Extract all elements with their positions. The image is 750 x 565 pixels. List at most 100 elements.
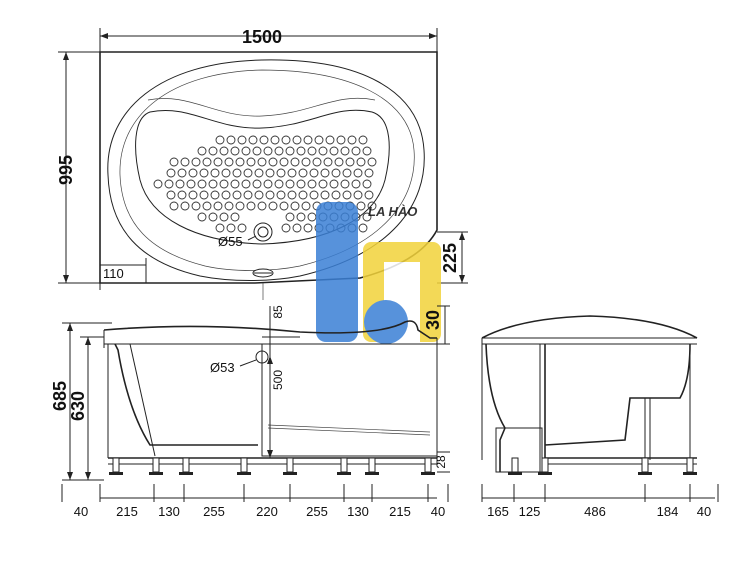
- side-dim-1: 125: [519, 504, 541, 519]
- dot: [246, 157, 256, 167]
- leg: [152, 457, 160, 473]
- dot: [318, 146, 328, 156]
- dot: [334, 157, 344, 167]
- front-legs: [109, 457, 435, 475]
- dot: [186, 179, 196, 189]
- dot: [329, 146, 339, 156]
- drain-icon: [257, 226, 269, 238]
- tub-body-left: [114, 343, 258, 446]
- dot: [202, 201, 212, 211]
- side-dim-3: 184: [657, 504, 679, 519]
- leg-foot: [283, 472, 297, 475]
- dot: [303, 135, 313, 145]
- drain-offset-label: 225: [440, 243, 460, 273]
- dot: [235, 201, 245, 211]
- dot: [367, 201, 377, 211]
- leg-foot: [109, 472, 123, 475]
- dot: [166, 190, 176, 200]
- front-panel: [261, 343, 438, 457]
- leg-foot: [538, 472, 552, 475]
- dot: [307, 179, 317, 189]
- dot: [298, 168, 308, 178]
- dot: [265, 190, 275, 200]
- dot: [248, 135, 258, 145]
- dot: [210, 168, 220, 178]
- leg: [686, 457, 694, 473]
- dot: [323, 157, 333, 167]
- dot: [301, 157, 311, 167]
- dot: [230, 212, 240, 222]
- leg-foot: [508, 472, 522, 475]
- dot: [331, 190, 341, 200]
- dot: [296, 179, 306, 189]
- front-rim: [103, 320, 437, 339]
- dot: [166, 168, 176, 178]
- dot: [279, 157, 289, 167]
- dot: [325, 135, 335, 145]
- dot: [153, 179, 163, 189]
- dot: [177, 168, 187, 178]
- dot: [287, 168, 297, 178]
- dot: [320, 190, 330, 200]
- side-dim-2: 486: [584, 504, 606, 519]
- dot: [199, 190, 209, 200]
- dot: [263, 179, 273, 189]
- foot-height-label: 28: [434, 455, 448, 469]
- dot: [318, 179, 328, 189]
- dot: [353, 190, 363, 200]
- dot: [215, 223, 225, 233]
- dot: [285, 146, 295, 156]
- dot: [197, 146, 207, 156]
- dot: [243, 168, 253, 178]
- dot: [270, 135, 280, 145]
- side-dim-4: 40: [697, 504, 711, 519]
- dot: [268, 201, 278, 211]
- dot: [208, 179, 218, 189]
- dot: [265, 168, 275, 178]
- dot: [340, 146, 350, 156]
- dot: [274, 179, 284, 189]
- dot: [356, 157, 366, 167]
- dot: [232, 168, 242, 178]
- dot: [276, 190, 286, 200]
- dot: [320, 168, 330, 178]
- rim-height-label: 630: [68, 391, 88, 421]
- offset-left-label: 110: [103, 266, 124, 281]
- dot: [230, 179, 240, 189]
- dot: [309, 168, 319, 178]
- dot: [298, 190, 308, 200]
- dot: [362, 179, 372, 189]
- front-dim-5: 255: [306, 504, 328, 519]
- leg: [240, 457, 248, 473]
- dot: [281, 223, 291, 233]
- dot: [268, 157, 278, 167]
- watermark-logo: LA HÀO: [316, 202, 441, 344]
- leg: [541, 457, 549, 473]
- total-height-label: 685: [50, 381, 70, 411]
- dot: [303, 223, 313, 233]
- dot: [340, 179, 350, 189]
- front-dim-6: 130: [347, 504, 369, 519]
- dot: [232, 190, 242, 200]
- dot: [188, 168, 198, 178]
- leg-foot: [421, 472, 435, 475]
- leg-foot: [365, 472, 379, 475]
- leg-foot: [149, 472, 163, 475]
- logo-bar-blue: [316, 202, 358, 342]
- dot: [307, 146, 317, 156]
- dot: [221, 168, 231, 178]
- dot: [351, 146, 361, 156]
- dot: [331, 168, 341, 178]
- basin-outline: [135, 109, 390, 245]
- dot: [347, 135, 357, 145]
- dot: [169, 157, 179, 167]
- dot: [351, 179, 361, 189]
- dot: [358, 135, 368, 145]
- dot: [309, 190, 319, 200]
- watermark-text: LA HÀO: [368, 204, 417, 219]
- dot: [312, 157, 322, 167]
- leg-foot: [237, 472, 251, 475]
- leg: [511, 457, 519, 473]
